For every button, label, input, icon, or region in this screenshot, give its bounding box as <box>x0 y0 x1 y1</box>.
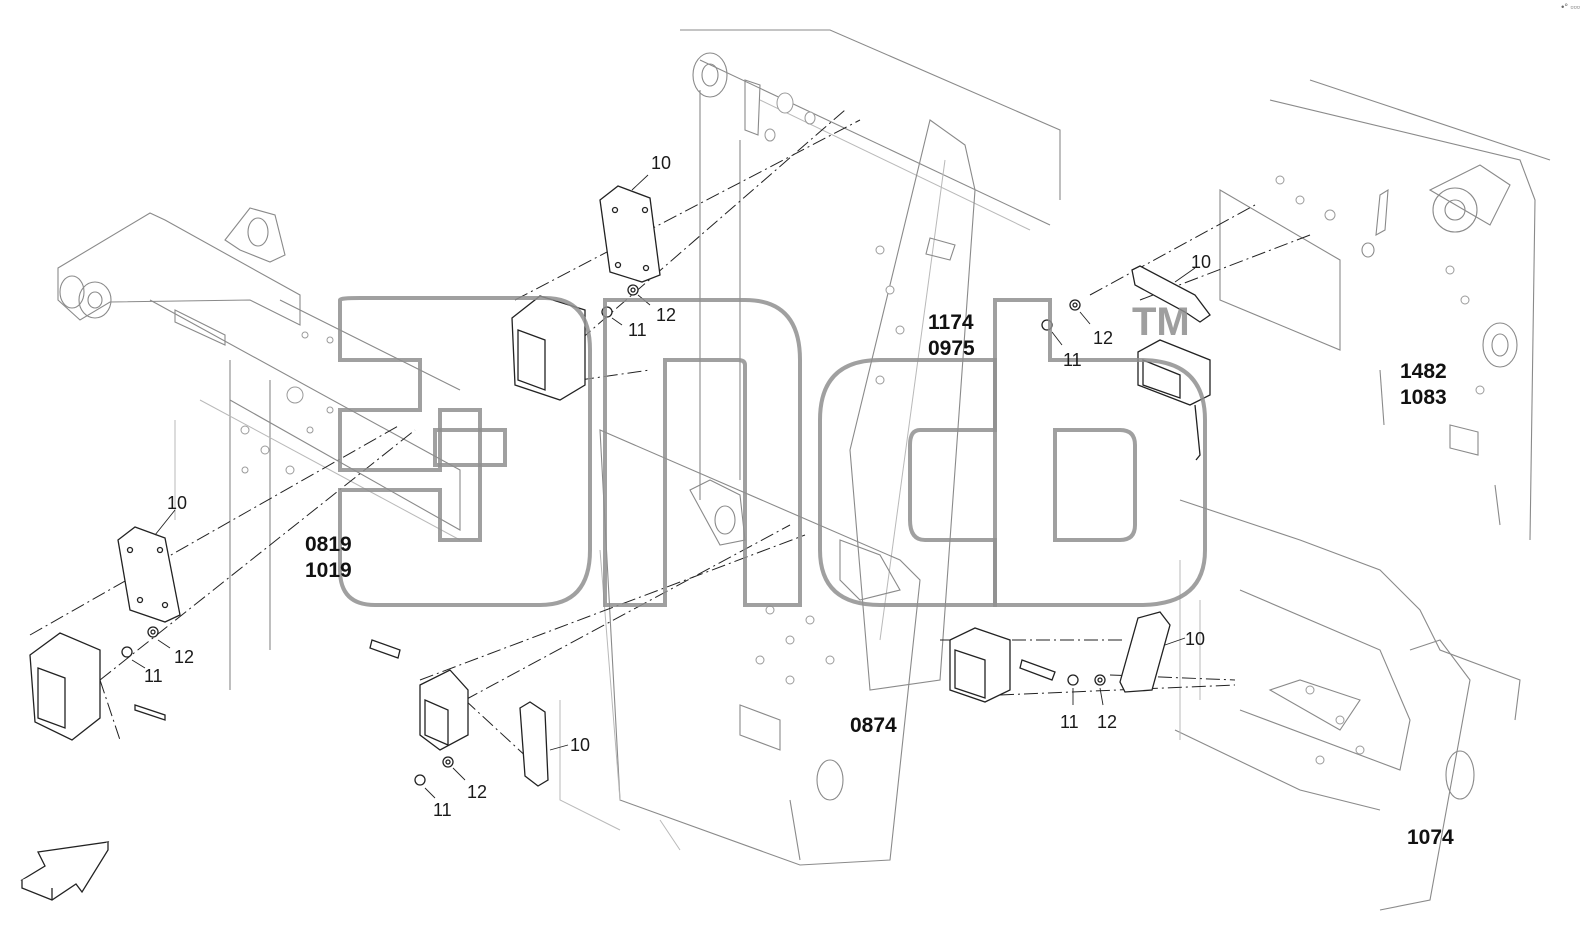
bracket-10-b <box>117 526 181 623</box>
callout-12-e: 12 <box>1097 712 1117 732</box>
callout-10-c: 10 <box>570 735 590 755</box>
assembly-d <box>1041 204 1311 461</box>
callout-11-d: 11 <box>1063 350 1082 370</box>
serial-1083: 1083 <box>1400 386 1447 409</box>
serial-1174: 1174 <box>928 311 974 334</box>
direction-arrow-icon <box>20 841 110 901</box>
callout-11-c: 11 <box>433 800 452 820</box>
callout-12-c: 12 <box>467 782 487 802</box>
serial-codes: 1174 0975 0819 1019 0874 1482 1083 1074 <box>305 311 1454 849</box>
assembly-a <box>511 109 861 401</box>
bracket-10-c <box>519 701 549 787</box>
callout-11-e: 11 <box>1060 712 1079 732</box>
callout-11-b: 11 <box>144 666 163 686</box>
assembly-b <box>29 424 416 741</box>
watermark-logo: TM <box>338 296 1207 607</box>
bracket-10-a <box>599 185 661 283</box>
assembly-c <box>369 524 806 799</box>
serial-0819: 0819 <box>305 533 352 556</box>
callout-12-b: 12 <box>174 647 194 667</box>
bolt-11-b <box>121 646 133 658</box>
serial-0975: 0975 <box>928 337 975 360</box>
serial-1074: 1074 <box>1407 826 1454 849</box>
callout-12-a: 12 <box>656 305 676 325</box>
bracket-10-e <box>1119 611 1171 693</box>
callout-10-a: 10 <box>651 153 671 173</box>
callout-10-e: 10 <box>1185 629 1205 649</box>
bolt-11-c <box>414 774 426 786</box>
callout-11-a: 11 <box>628 320 647 340</box>
serial-0874: 0874 <box>850 714 897 737</box>
serial-1482: 1482 <box>1400 360 1447 383</box>
callout-labels: 10 11 12 10 11 12 10 11 12 10 11 12 10 1… <box>144 153 1211 820</box>
trademark-mark: TM <box>1132 300 1190 344</box>
frame-holes <box>240 175 1485 765</box>
callout-10-d: 10 <box>1191 252 1211 272</box>
corner-mark: •° ▫▫▫ <box>1561 2 1580 12</box>
callout-10-b: 10 <box>167 493 187 513</box>
callout-12-d: 12 <box>1093 328 1113 348</box>
frame-linework <box>57 29 1551 911</box>
bracket-10-d <box>1131 265 1211 323</box>
bolt-11-e <box>1067 674 1079 686</box>
assembly-e <box>940 611 1236 706</box>
serial-1019: 1019 <box>305 559 352 582</box>
